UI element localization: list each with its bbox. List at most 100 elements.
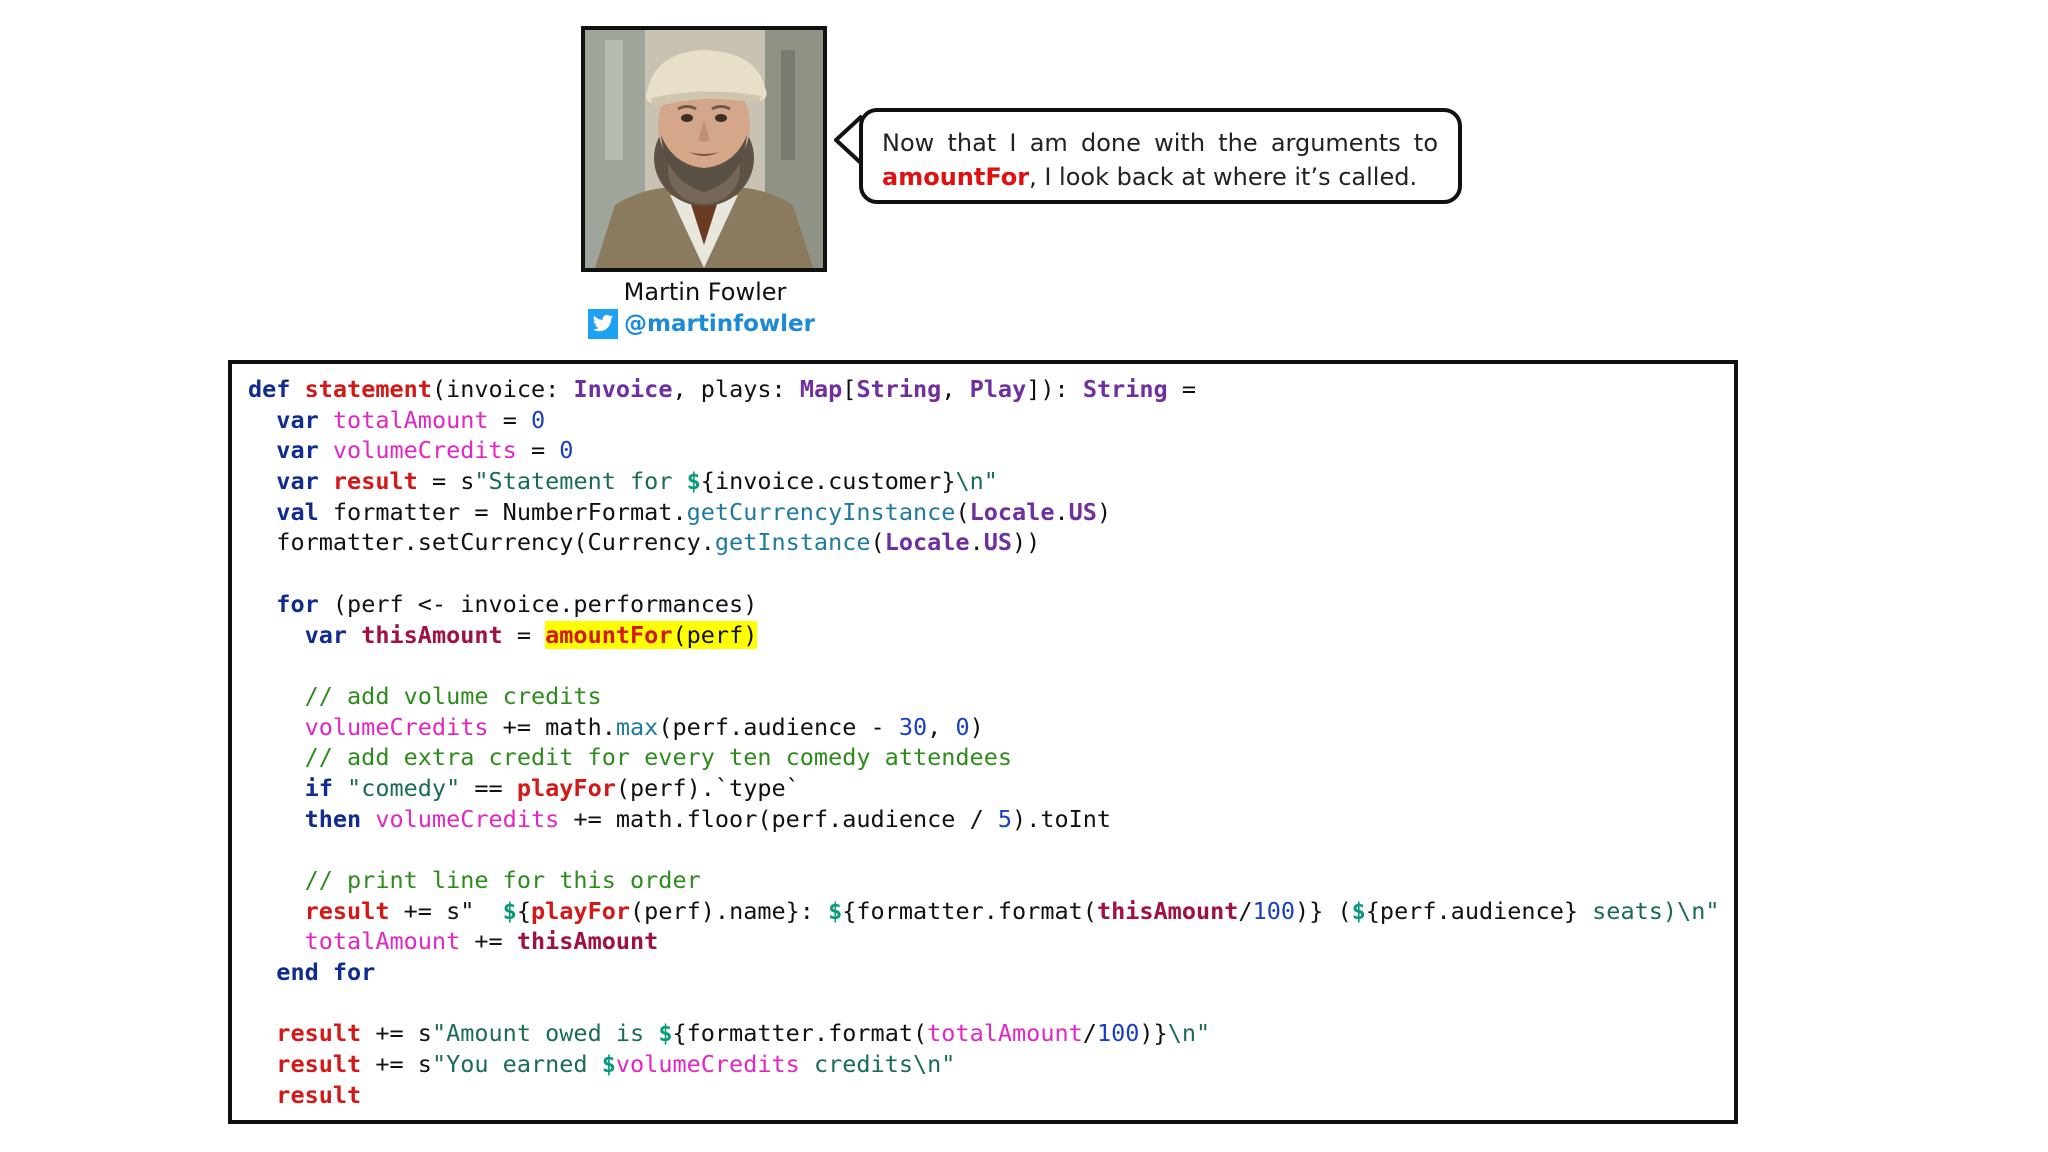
code-line: var volumeCredits = 0 — [248, 435, 1720, 466]
author-name: Martin Fowler — [623, 278, 787, 306]
twitter-handle[interactable]: @martinfowler — [588, 307, 815, 341]
code-token: formatter = NumberFormat. — [318, 497, 687, 526]
code-token: max — [615, 712, 659, 741]
code-token: += s — [361, 1019, 432, 1048]
code-line: volumeCredits += math.max(perf.audience … — [248, 712, 1720, 743]
code-token: (invoice: — [431, 375, 574, 403]
code-token: thisAmount — [516, 927, 659, 956]
code-token — [248, 1019, 276, 1047]
code-line — [248, 988, 1720, 1019]
code-token: "Amount owed is — [431, 1019, 659, 1048]
code-token: String — [856, 375, 942, 403]
code-token: 5 — [997, 804, 1013, 833]
code-token — [248, 866, 305, 894]
code-token: , plays: — [672, 375, 800, 403]
code-token: then — [304, 804, 362, 833]
code-token: US — [983, 528, 1013, 557]
code-token: playFor — [516, 773, 616, 802]
code-token: 30 — [898, 712, 928, 741]
code-token: volumeCredits — [375, 804, 560, 833]
code-token: . — [1054, 497, 1069, 526]
code-token — [248, 927, 305, 955]
code-token: var — [304, 620, 348, 649]
author-photo — [581, 26, 827, 272]
code-token: s — [460, 467, 475, 496]
code-token: // add volume credits — [304, 681, 602, 710]
code-token: {formatter.format( — [842, 896, 1097, 925]
bubble-word: the — [1218, 129, 1258, 157]
code-line: var thisAmount = amountFor(perf) — [248, 620, 1720, 651]
code-token: // add extra credit for every ten comedy… — [304, 743, 1013, 772]
code-token: $ — [1351, 896, 1366, 925]
code-token: += math.floor(perf.audience / — [559, 804, 998, 833]
code-token: volumeCredits — [304, 712, 489, 741]
code-token: 100 — [1252, 896, 1296, 925]
code-token: "Statement for — [474, 467, 687, 496]
code-token: += math. — [488, 712, 616, 741]
code-token: "You earned — [431, 1050, 602, 1079]
code-token — [290, 375, 304, 403]
code-token — [248, 436, 276, 464]
code-line: var totalAmount = 0 — [248, 405, 1720, 436]
code-token: getInstance — [714, 528, 871, 557]
code-token: += — [460, 927, 517, 956]
code-token: 0 — [531, 405, 546, 434]
code-token: Invoice — [573, 375, 673, 403]
code-token: val — [276, 497, 319, 526]
code-token: totalAmount — [332, 405, 489, 434]
code-line: totalAmount += thisAmount — [248, 926, 1720, 957]
bubble-word: to — [1413, 129, 1438, 157]
code-token — [248, 958, 276, 986]
bubble-word: am — [1029, 129, 1068, 157]
code-token: (perf) — [672, 620, 758, 649]
bubble-function-name: amountFor — [882, 163, 1030, 191]
code-token: var — [276, 436, 319, 465]
code-token: ) — [1096, 497, 1112, 526]
code-token: ( — [870, 528, 885, 557]
bubble-word: with — [1154, 129, 1206, 157]
code-token: = — [516, 436, 560, 465]
code-token: result — [276, 1080, 362, 1109]
bubble-line-2: amountFor, I look back at where it’s cal… — [882, 160, 1438, 194]
code-token: ]): — [1026, 375, 1083, 403]
code-token — [319, 406, 333, 434]
code-token: (perf).`type` — [615, 773, 800, 802]
code-token: // print line for this order — [304, 866, 701, 894]
code-token: 100 — [1096, 1019, 1140, 1048]
code-token: = — [1167, 375, 1196, 403]
code-token: Map — [799, 375, 843, 403]
code-token: String — [1082, 375, 1168, 403]
code-token: getCurrencyInstance — [686, 497, 956, 526]
code-token: totalAmount — [304, 927, 461, 956]
code-token: (perf.audience - — [658, 712, 899, 741]
code-line: // add extra credit for every ten comedy… — [248, 742, 1720, 773]
code-token: for — [276, 589, 319, 618]
code-line: if "comedy" == playFor(perf).`type` — [248, 773, 1720, 804]
code-token — [333, 774, 347, 802]
code-token: ( — [955, 497, 970, 526]
code-token: )} — [1139, 1019, 1168, 1048]
code-token: Locale — [884, 528, 970, 557]
code-token: seats)\n" — [1592, 896, 1720, 925]
code-line: // add volume credits — [248, 681, 1720, 712]
code-token: "comedy" — [347, 773, 461, 802]
code-token: def — [248, 375, 291, 403]
code-token: ) — [969, 712, 984, 741]
code-line: // print line for this order — [248, 865, 1720, 896]
code-token: += s" — [389, 896, 503, 925]
bubble-word: Now — [882, 129, 935, 157]
code-token: statement — [304, 375, 432, 403]
twitter-handle-text: @martinfowler — [624, 311, 815, 337]
code-token: result — [304, 896, 390, 925]
code-token: )} ( — [1295, 896, 1352, 925]
code-token: ).toInt — [1012, 804, 1112, 833]
code-token — [248, 590, 276, 618]
bubble-line-2-rest: , I look back at where it’s called. — [1029, 163, 1418, 191]
code-token: = — [488, 405, 531, 434]
code-token: {perf.audience} — [1365, 896, 1593, 925]
code-token: 0 — [559, 436, 574, 465]
code-token: = — [502, 620, 546, 649]
code-token: = — [417, 467, 461, 496]
code-token: / — [1238, 896, 1253, 925]
code-token: , — [941, 375, 970, 403]
